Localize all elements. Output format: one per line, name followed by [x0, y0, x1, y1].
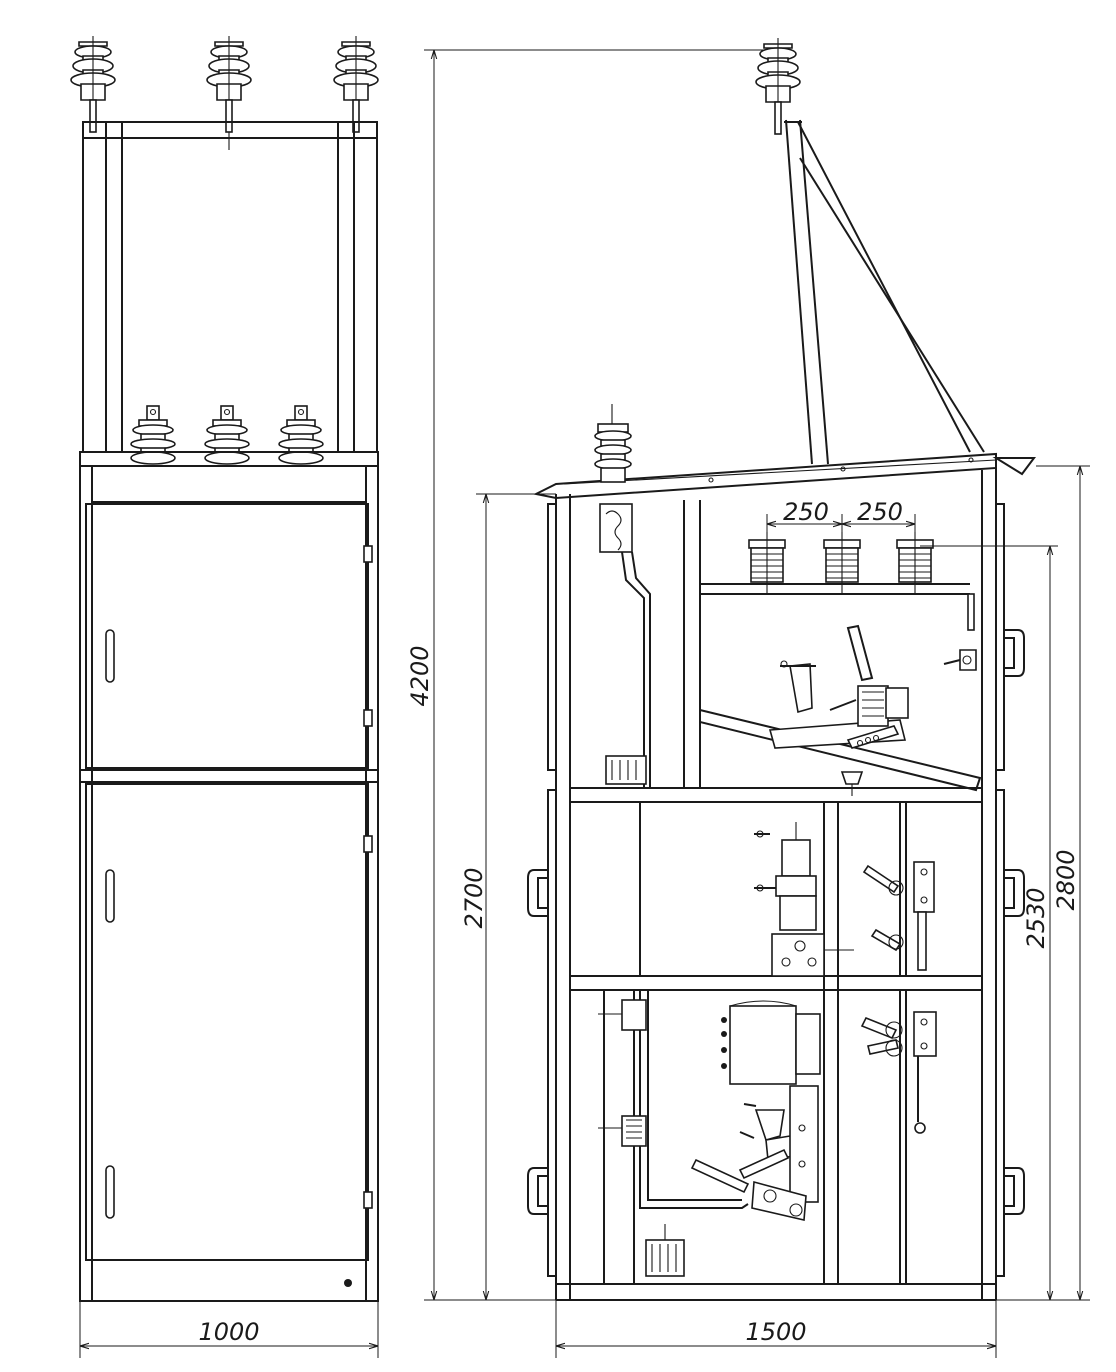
dimension-label-250-a: 250 — [783, 498, 829, 526]
lower-door-handle-bottom[interactable] — [105, 1165, 115, 1219]
side-mast — [784, 119, 985, 465]
dimension-label-4200: 4200 — [406, 645, 434, 706]
middle-fuse-assembly — [754, 822, 854, 977]
side-roof — [532, 452, 1036, 500]
hinge-icon — [363, 709, 373, 727]
front-upper-door[interactable] — [85, 503, 369, 769]
front-top-insulator-left — [70, 35, 116, 133]
lower-transformer — [721, 1000, 821, 1085]
side-handle-right-lower[interactable] — [1003, 1167, 1025, 1215]
front-lower-insulator-right — [278, 405, 324, 465]
front-upper-frame — [82, 121, 378, 453]
dimension-label-1000: 1000 — [198, 1318, 259, 1346]
side-handle-left-upper[interactable] — [527, 869, 549, 917]
dimension-body-height: 2700 — [460, 493, 556, 1300]
side-bushing-2 — [823, 531, 861, 596]
earth-bolt-icon — [344, 1279, 352, 1287]
lower-cable-route — [598, 990, 749, 1277]
dimension-label-2800: 2800 — [1052, 849, 1080, 910]
side-bushing-1 — [748, 531, 786, 596]
dimension-total-height: 4200 — [406, 49, 775, 1301]
middle-earthing-switch — [862, 861, 935, 971]
dimension-right-heights: 2530 2800 — [920, 465, 1090, 1301]
side-bushing-3 — [896, 531, 934, 596]
front-cabinet — [79, 451, 379, 1302]
hinge-icon — [363, 545, 373, 563]
side-handle-left-lower[interactable] — [527, 1167, 549, 1215]
dimension-side-width: 1500 — [555, 1300, 997, 1358]
lower-earthing-switch — [860, 1011, 937, 1134]
front-view: 1000 — [70, 35, 379, 1358]
front-lower-insulator-left — [130, 405, 176, 465]
side-handle-right-upper[interactable] — [1003, 869, 1025, 917]
side-top-insulator — [755, 37, 801, 135]
hinge-icon — [363, 1191, 373, 1209]
upper-cable-head — [605, 755, 647, 785]
hinge-icon — [363, 835, 373, 853]
roof-bushing — [594, 404, 651, 788]
dimension-label-1500: 1500 — [745, 1318, 806, 1346]
upper-disconnector — [699, 593, 982, 796]
front-top-insulator-middle — [206, 35, 252, 133]
lower-disconnector — [690, 1085, 819, 1221]
dimension-front-width: 1000 — [79, 1301, 379, 1358]
front-lower-insulator-middle — [204, 405, 250, 465]
lower-door-handle-top[interactable] — [105, 869, 115, 923]
dimension-bushing-spacing: 250 250 — [766, 498, 916, 540]
dimension-label-250-b: 250 — [857, 498, 903, 526]
front-lower-door[interactable] — [85, 783, 369, 1261]
upper-door-handle[interactable] — [105, 629, 115, 683]
front-top-insulator-right — [333, 35, 379, 133]
side-handle-right-top[interactable] — [1003, 629, 1025, 677]
dimension-label-2530: 2530 — [1022, 887, 1050, 948]
dimension-label-2700: 2700 — [460, 867, 488, 928]
side-view: 4200 2700 — [406, 37, 1090, 1358]
